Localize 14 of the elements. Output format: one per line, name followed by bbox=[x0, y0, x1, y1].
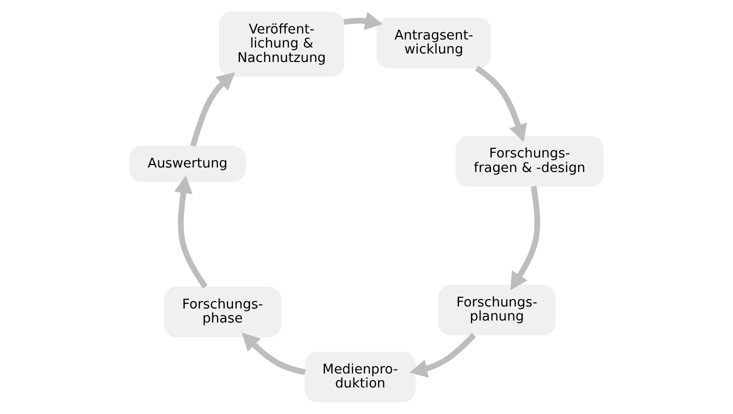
node-box: Forschungs- fragen & -design bbox=[456, 136, 604, 187]
node-box: Auswertung bbox=[129, 146, 246, 182]
node-box: Veröffent- lichung & Nachnutzung bbox=[219, 12, 344, 77]
arrow bbox=[410, 333, 476, 378]
arrow bbox=[510, 186, 540, 290]
node-box: Forschungs- planung bbox=[438, 284, 556, 336]
node-box: Antragsent- wicklung bbox=[376, 18, 492, 68]
arrow bbox=[174, 175, 208, 289]
arrow bbox=[242, 332, 306, 375]
arrow bbox=[190, 72, 236, 147]
node-box: Forschungs- phase bbox=[164, 286, 282, 338]
arrow bbox=[343, 12, 383, 30]
arrow bbox=[474, 66, 527, 142]
node-box: Medienpro- duktion bbox=[304, 352, 416, 402]
